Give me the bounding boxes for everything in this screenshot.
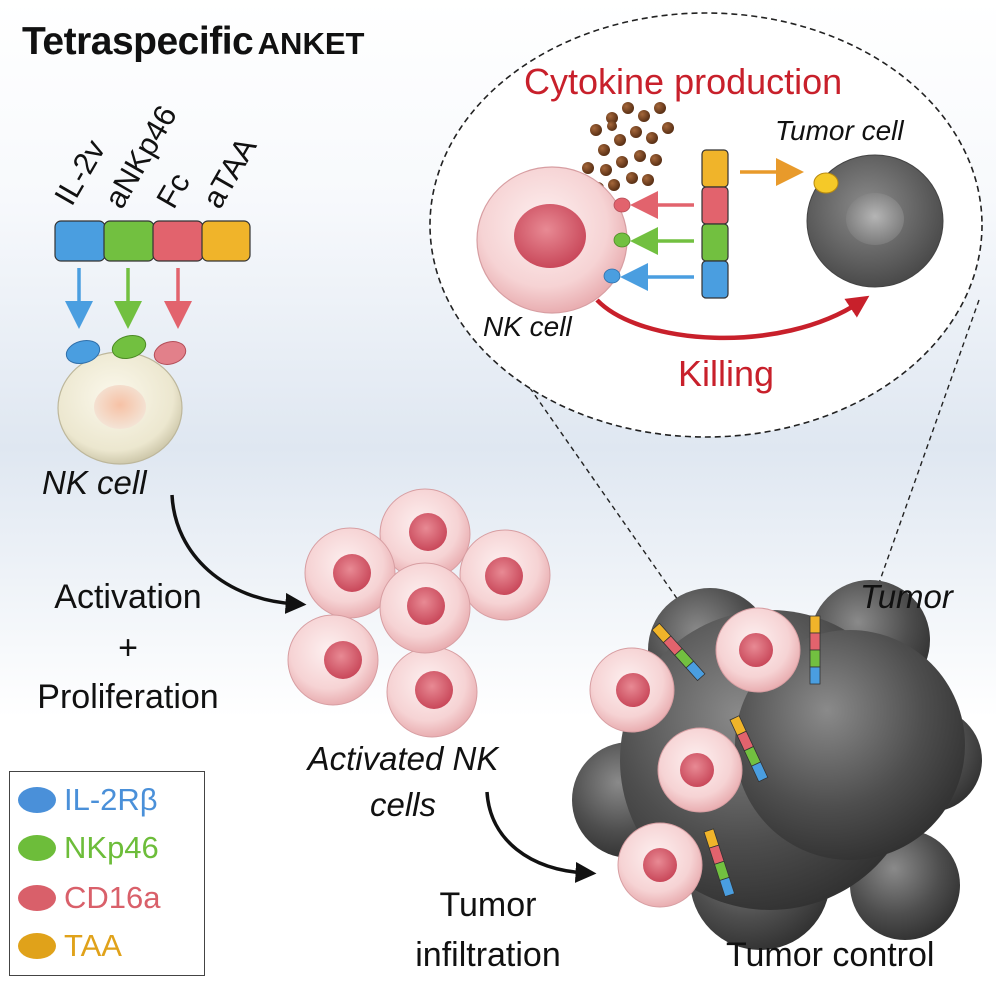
inset-nkp46 [613,232,631,248]
figure-title: Tetraspecific ANKET [22,22,364,61]
tumor-nk-cell [589,647,675,733]
arrow-activation [170,494,307,614]
nkp46-receptor [111,334,147,360]
tumor-nk-cell [657,727,743,813]
activated-nk-cluster [287,488,551,738]
taa-antigen [813,172,839,194]
proliferation-text: Proliferation [37,678,219,716]
inset-cd16a [613,197,631,213]
legend: IL-2Rβ NKp46 CD16a TAA [9,771,205,976]
activated-nk-cell [379,562,471,654]
label-nk-cell-inset: NK cell [483,311,572,342]
fc-domain [152,220,204,262]
title-bold: Tetraspecific [22,20,254,63]
anket-bar-small [809,615,821,685]
inset-anket-construct [701,149,729,299]
legend-item-nkp46: NKp46 [18,826,159,870]
cd16a-receptor [153,341,187,365]
anket-construct [54,220,251,262]
label-tumor-control: Tumor control [726,936,935,974]
activated-line1: Activated NK [307,740,499,777]
inset-nk-cell [476,166,631,314]
label-tumor: Tumor [860,578,953,615]
tumor-nk-cell [715,607,801,693]
label-killing: Killing [678,353,775,394]
anket-bar-small [651,622,706,682]
label-cytokine-production: Cytokine production [524,61,843,102]
legend-label: TAA [64,928,122,963]
legend-label: CD16a [64,880,161,915]
infiltration-line1: Tumor [439,886,537,924]
anket-bar-small [703,828,736,898]
il2rb-swatch-icon [18,787,56,813]
label-tumor-cell: Tumor cell [775,115,904,146]
legend-label: IL-2Rβ [64,782,158,817]
legend-item-cd16a: CD16a [18,876,161,920]
inset-tumor-cell [806,154,944,288]
ataa-domain [201,220,251,262]
legend-label: NKp46 [64,830,159,865]
infiltration-line2: infiltration [415,936,561,974]
tumor-nk-cell [617,822,703,908]
resting-nk-cell [57,334,187,465]
plus-text: + [118,629,138,667]
title-rest: ANKET [257,26,365,61]
activated-nk-cell [379,488,471,580]
legend-item-il2rb: IL-2Rβ [18,778,158,822]
activated-nk-cell [287,614,379,706]
legend-item-taa: TAA [18,924,122,968]
activated-nk-cell [386,646,478,738]
nkp46-swatch-icon [18,835,56,861]
il2rb-receptor [65,339,101,365]
taa-swatch-icon [18,933,56,959]
activated-nk-cell [459,529,551,621]
cd16a-swatch-icon [18,885,56,911]
arrow-infiltration [485,791,597,883]
activated-nk-cell [304,527,396,619]
ankp46-domain [103,220,155,262]
zoom-line-right [865,299,980,621]
inset-il2rb [603,268,621,284]
killing-arrow [595,295,870,341]
label-nk-cell: NK cell [42,464,147,501]
il2v-domain [54,220,106,262]
cytokine-beads [582,102,674,194]
activated-line2: cells [369,786,437,823]
activation-text: Activation [54,578,202,616]
anket-bar-small [729,715,769,783]
